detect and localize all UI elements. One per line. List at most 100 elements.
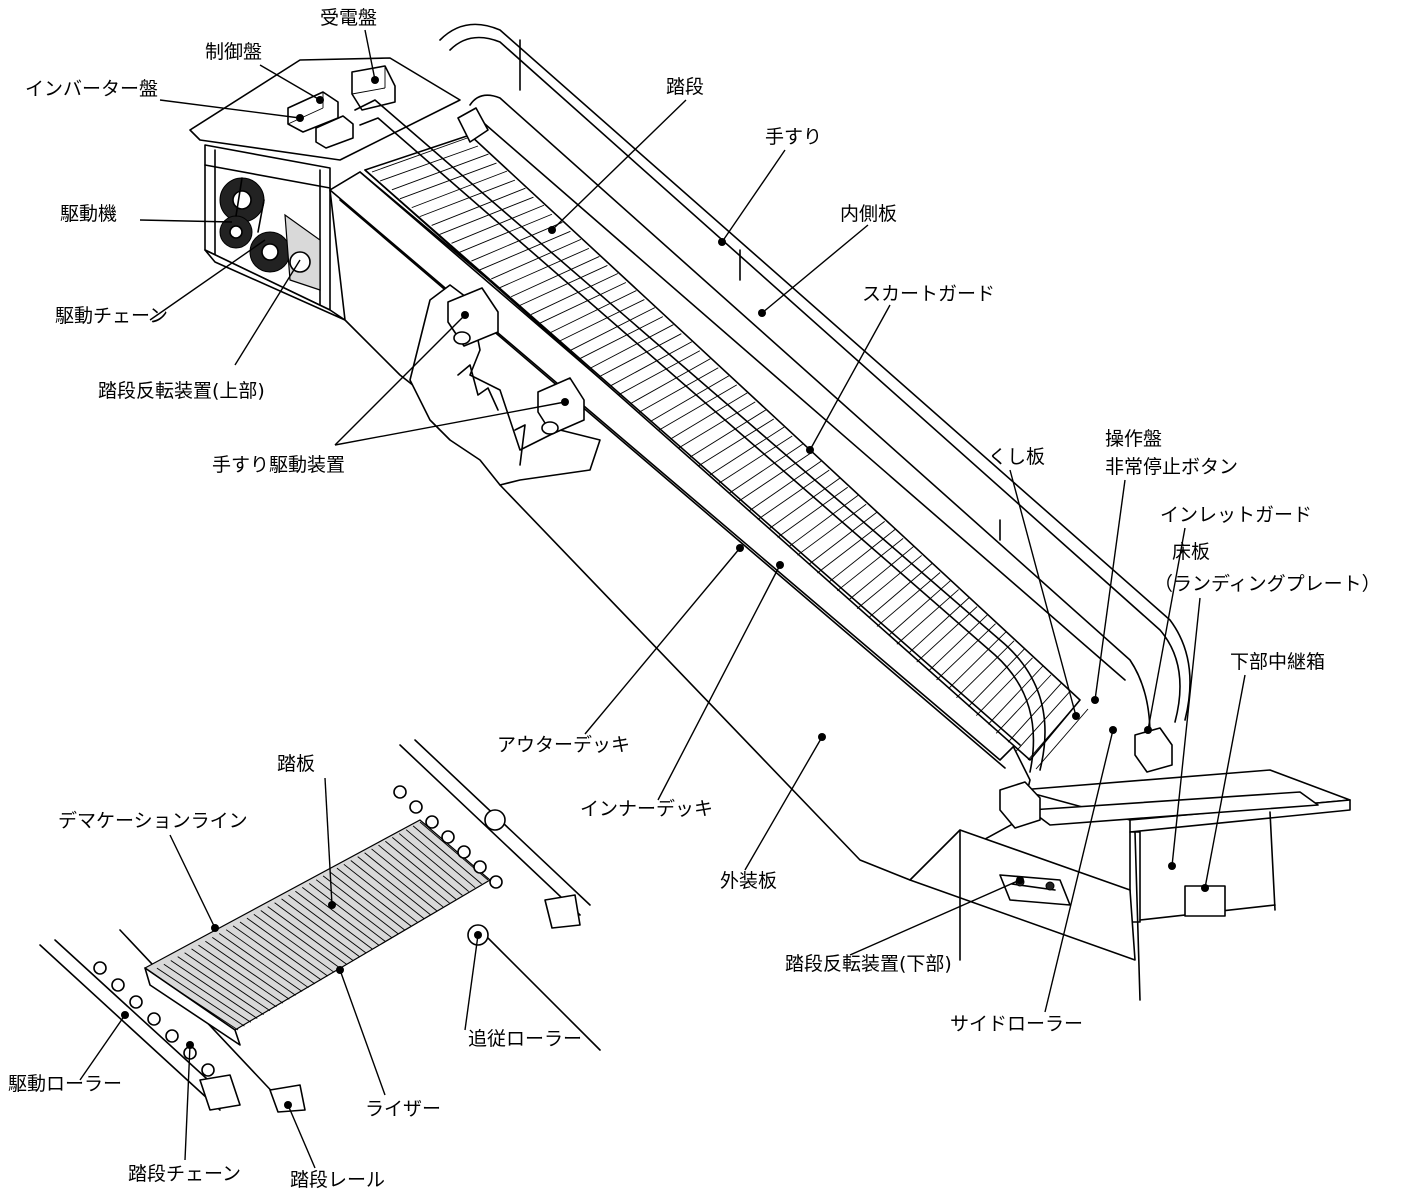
step-edge (1027, 699, 1081, 761)
leader-dot (328, 901, 336, 909)
leader-line (79, 1014, 126, 1081)
step-edge (459, 213, 553, 253)
tread-groove (364, 852, 438, 912)
leader-dot (718, 238, 726, 246)
chain-roller (165, 1029, 179, 1043)
step-edge (976, 657, 1033, 716)
leader-dot (336, 966, 344, 974)
leader-dot (548, 226, 556, 234)
tread-groove (343, 863, 418, 923)
tread-groove (163, 963, 252, 1023)
label-kudou-chain: 駆動チェーン (55, 305, 168, 327)
label-emergency-stop: 非常停止ボタン (1105, 456, 1238, 478)
leader-line (287, 1104, 316, 1169)
leader-dot (561, 398, 569, 406)
tread-groove (184, 952, 271, 1012)
tread-groove (295, 890, 373, 950)
tread-groove (329, 871, 405, 931)
label-tread: 踏板 (277, 753, 315, 775)
leader-dot (1091, 696, 1099, 704)
label-side-roller: サイドローラー (950, 1013, 1083, 1035)
leader-line (1044, 729, 1114, 1013)
chain-roller (393, 785, 407, 799)
step-edge (530, 273, 619, 315)
leader-line (551, 99, 687, 231)
tread-groove (336, 867, 412, 927)
chain-roller (489, 875, 503, 889)
tread-groove (308, 883, 386, 942)
tread-groove (177, 956, 264, 1015)
leader-dot (758, 309, 766, 317)
step-edge (618, 350, 701, 396)
leader-line (334, 401, 566, 446)
label-landing-plate: （ランディングプレート） (1154, 573, 1381, 595)
step-edge (630, 358, 711, 405)
label-handrail-drive: 手すり駆動装置 (212, 454, 345, 476)
leader-dot (1072, 712, 1080, 720)
leader-dot (371, 76, 379, 84)
step-edge (936, 623, 996, 681)
leader-dot (474, 931, 482, 939)
tread-groove (253, 913, 335, 973)
step-edge (677, 401, 756, 449)
leader-dot (316, 96, 324, 104)
leader-line (334, 314, 466, 446)
chain-roller (201, 1063, 215, 1077)
label-step-rail: 踏段レール (290, 1169, 385, 1191)
step-edge (578, 316, 664, 360)
chain-roller (147, 1012, 161, 1026)
inner-deck-handrail-near (354, 99, 1046, 773)
leader-dot (211, 924, 219, 932)
chain-roller (441, 830, 455, 844)
step-edge (590, 324, 674, 369)
step-edge (1015, 691, 1070, 752)
tread-groove (225, 929, 309, 989)
step-edge (598, 333, 682, 378)
step-edge (737, 452, 811, 503)
tread-groove (246, 917, 329, 977)
chain-roller (473, 860, 487, 874)
leader-line (1147, 527, 1186, 731)
far-balustrade (439, 23, 1191, 736)
tread-groove (322, 875, 399, 935)
step-edge (709, 426, 785, 476)
step-edge (471, 221, 563, 262)
step-edge (451, 204, 545, 244)
step-edge (479, 230, 571, 271)
step-edge (995, 674, 1052, 734)
tread-groove (239, 921, 322, 981)
tread-groove (385, 840, 457, 900)
label-step-chain: 踏段チェーン (128, 1163, 241, 1185)
step-edge (419, 179, 516, 218)
step-edge (987, 665, 1044, 725)
tread-groove (267, 906, 348, 965)
leader-line (1094, 479, 1126, 701)
leader-line (809, 304, 891, 451)
label-step-reverse-lower: 踏段反転装置(下部) (785, 953, 952, 975)
step-edge (499, 247, 590, 289)
tread-groove (191, 948, 277, 1008)
upper-panels (287, 65, 396, 149)
tread-groove (274, 902, 354, 962)
label-inner-deck: インナーデッキ (580, 798, 713, 820)
leaders (79, 29, 1246, 1169)
tread-groove (315, 879, 393, 939)
step-edge (777, 486, 848, 538)
tread-groove (218, 933, 303, 992)
step-detail-inset (39, 739, 601, 1113)
tread-groove (170, 960, 258, 1019)
label-inverter-ban: インバーター盤 (25, 78, 158, 100)
tread-groove (357, 856, 431, 915)
step-edge (916, 606, 978, 663)
step-edge (797, 503, 867, 556)
label-inlet-guard: インレットガード (1160, 504, 1312, 526)
chain-roller (129, 995, 143, 1009)
tread-groove (302, 887, 380, 946)
label-lower-junction-box: 下部中継箱 (1230, 651, 1325, 673)
leader-line (744, 736, 823, 871)
step-edge (658, 384, 738, 431)
label-outer-deck: アウターデッキ (497, 734, 630, 756)
tread-groove (288, 894, 367, 954)
step-edge (828, 529, 896, 583)
tread-groove (205, 940, 290, 1000)
